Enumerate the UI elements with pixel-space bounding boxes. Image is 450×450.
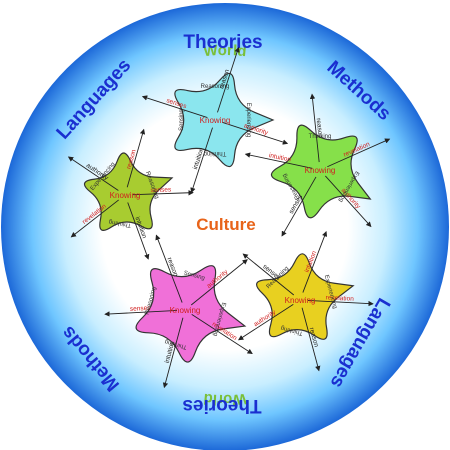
green-arrow (327, 138, 391, 168)
olive-arrow-label: senses (150, 186, 172, 194)
cyan-sub-label: Sensing (179, 109, 185, 131)
world-label-bottom: World (203, 390, 247, 408)
green-arrow-label: reason (315, 118, 324, 139)
olive-arrow (127, 202, 150, 260)
yellow-arrow (242, 253, 295, 296)
magenta-arrow (190, 259, 248, 306)
cyan-center-word: Knowing (200, 116, 231, 125)
olive-arrow (132, 190, 194, 196)
yellow-sub-label: Thinking (280, 324, 303, 336)
cyan-sub-label: Experiencing (245, 103, 251, 138)
olive-center-word: Knowing (110, 191, 141, 200)
yellow-blob (256, 253, 355, 340)
olive-arrow (67, 156, 119, 191)
magenta-center-word: Knowing (170, 306, 201, 315)
outer-ring (1, 3, 449, 450)
yellow-center-word: Knowing (285, 296, 316, 305)
green-blob (270, 124, 372, 219)
olive-arrow (126, 128, 146, 188)
magenta-blob (135, 265, 247, 363)
magenta-arrow (191, 313, 253, 355)
green-arrow-label: intuition (268, 152, 292, 164)
cyan-blob (174, 72, 275, 168)
olive-blob (83, 152, 174, 231)
green-arrow (281, 176, 317, 237)
cyan-blob-group: authorityintuitionsensesreasonExperienci… (141, 46, 289, 194)
green-arrow (309, 93, 320, 163)
magenta-sub-label: Thinking (164, 338, 187, 350)
magenta-arrow-label: senses (130, 305, 152, 313)
center-label: Culture (196, 215, 256, 234)
cyan-sub-label: Thinking (204, 150, 227, 156)
green-center-word: Knowing (305, 166, 336, 175)
green-arrow (244, 152, 313, 169)
olive-blob-group: sensesintuitionrevelationauthorityreason… (67, 128, 194, 260)
magenta-arrow (155, 234, 183, 303)
olive-sub-label: Thinking (108, 218, 131, 228)
cyan-sub-label: Reasoning (201, 84, 230, 90)
yellow-arrow (238, 303, 294, 341)
green-sub-label: Thinking (309, 134, 332, 140)
yellow-arrow (307, 299, 374, 307)
cyan-arrow (217, 46, 240, 113)
magenta-sub-label: Sensing (183, 270, 206, 281)
yellow-arrow (301, 307, 321, 372)
green-arrow (325, 175, 372, 228)
ring-label-top: Theories (183, 32, 262, 53)
ring-label-bottom: Theories (182, 395, 261, 416)
magenta-arrow (104, 309, 178, 317)
yellow-arrow (302, 231, 328, 293)
cyan-arrow (222, 122, 289, 145)
cyan-arrow (141, 95, 208, 118)
yellow-arrow-label: revelation (325, 294, 354, 302)
cyan-arrow (190, 127, 213, 194)
olive-arrow (70, 199, 119, 238)
magenta-arrow (162, 317, 184, 389)
